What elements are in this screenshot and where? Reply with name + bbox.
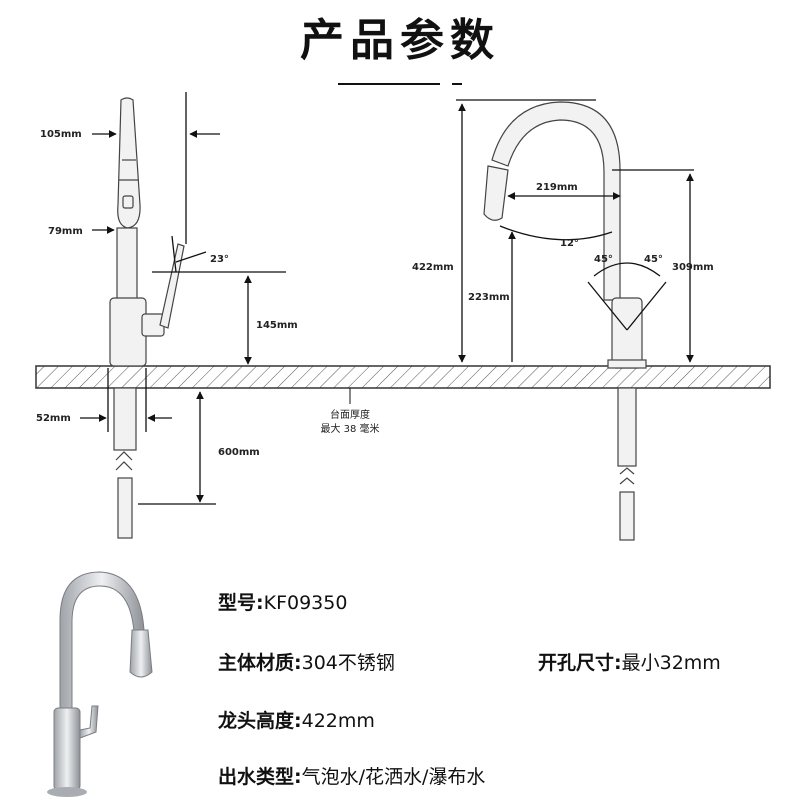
side-spray-button	[122, 195, 134, 209]
dim-223: 223mm	[468, 292, 510, 303]
photo-body	[53, 707, 81, 791]
dim-12: 12°	[560, 238, 579, 249]
countertop	[35, 365, 771, 389]
spec-model-label: 型号:	[218, 592, 264, 614]
spec-model: 型号:KF09350	[218, 588, 347, 615]
spec-water-value: 气泡水/花洒水/瀑布水	[301, 766, 486, 788]
technical-drawing: 105mm 79mm 23° 145mm 52mm 600mm 台面厚度 最大 …	[35, 83, 771, 541]
side-shank	[113, 387, 137, 451]
photo-lever	[79, 705, 99, 739]
spec-hole-label: 开孔尺寸:	[538, 652, 622, 674]
spec-model-value: KF09350	[263, 592, 348, 614]
front-dimensions	[456, 99, 694, 363]
front-base	[607, 359, 647, 369]
side-hose	[117, 477, 133, 539]
dim-422: 422mm	[412, 262, 454, 273]
front-hose	[619, 491, 635, 541]
side-dimensions	[80, 92, 286, 505]
front-hose-break	[619, 467, 635, 485]
front-shank	[617, 387, 637, 467]
dim-105: 105mm	[40, 129, 82, 140]
photo-spray-head	[129, 629, 153, 678]
side-hose-break	[115, 451, 133, 471]
spec-height: 龙头高度:422mm	[218, 706, 375, 733]
front-spray-head	[483, 165, 509, 221]
spec-height-label: 龙头高度:	[218, 710, 302, 732]
dim-23: 23°	[210, 254, 229, 265]
side-spray-head	[117, 97, 141, 229]
side-body	[109, 297, 147, 367]
spec-hole-value: 最小32mm	[621, 652, 721, 674]
dim-145: 145mm	[256, 320, 298, 331]
side-view-faucet	[109, 97, 185, 539]
front-body	[611, 297, 643, 369]
spec-hole-size: 开孔尺寸:最小32mm	[538, 648, 721, 675]
dim-45-left: 45°	[594, 254, 613, 265]
dim-309: 309mm	[672, 262, 714, 273]
page-title: 产品参数	[300, 15, 500, 66]
dim-45-right: 45°	[644, 254, 663, 265]
front-view-faucet	[483, 101, 647, 541]
spec-water-label: 出水类型:	[218, 766, 302, 788]
dim-79: 79mm	[48, 226, 83, 237]
dim-219: 219mm	[536, 182, 578, 193]
spec-water-type: 出水类型:气泡水/花洒水/瀑布水	[218, 762, 485, 789]
dim-52: 52mm	[36, 413, 71, 424]
side-column	[116, 227, 138, 301]
spec-material-value: 304不锈钢	[301, 652, 395, 674]
spec-material: 主体材质:304不锈钢	[218, 648, 395, 675]
countertop-note-line1: 台面厚度	[330, 408, 370, 421]
countertop-note-line2: 最大 38 毫米	[320, 422, 379, 435]
product-photo	[47, 571, 153, 797]
photo-base	[47, 787, 87, 797]
dim-600: 600mm	[218, 447, 260, 458]
spec-height-value: 422mm	[301, 710, 375, 732]
spec-material-label: 主体材质:	[218, 652, 302, 674]
side-lever	[159, 243, 185, 329]
front-spout-arc	[491, 101, 621, 301]
